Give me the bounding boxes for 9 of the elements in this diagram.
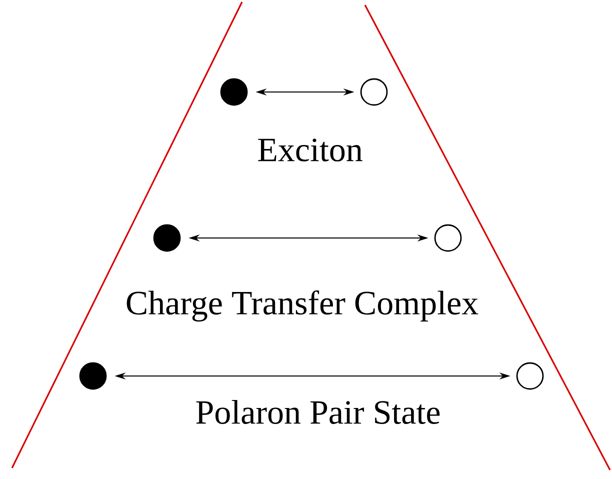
- filled-circle: [153, 224, 181, 252]
- filled-circle: [220, 78, 248, 106]
- state-label: Polaron Pair State: [196, 400, 440, 424]
- state-label: Exciton: [258, 138, 362, 162]
- open-circle: [434, 224, 462, 252]
- filled-circle: [79, 362, 107, 390]
- open-circle: [360, 78, 388, 106]
- open-circle: [516, 362, 544, 390]
- state-label: Charge Transfer Complex: [126, 290, 478, 322]
